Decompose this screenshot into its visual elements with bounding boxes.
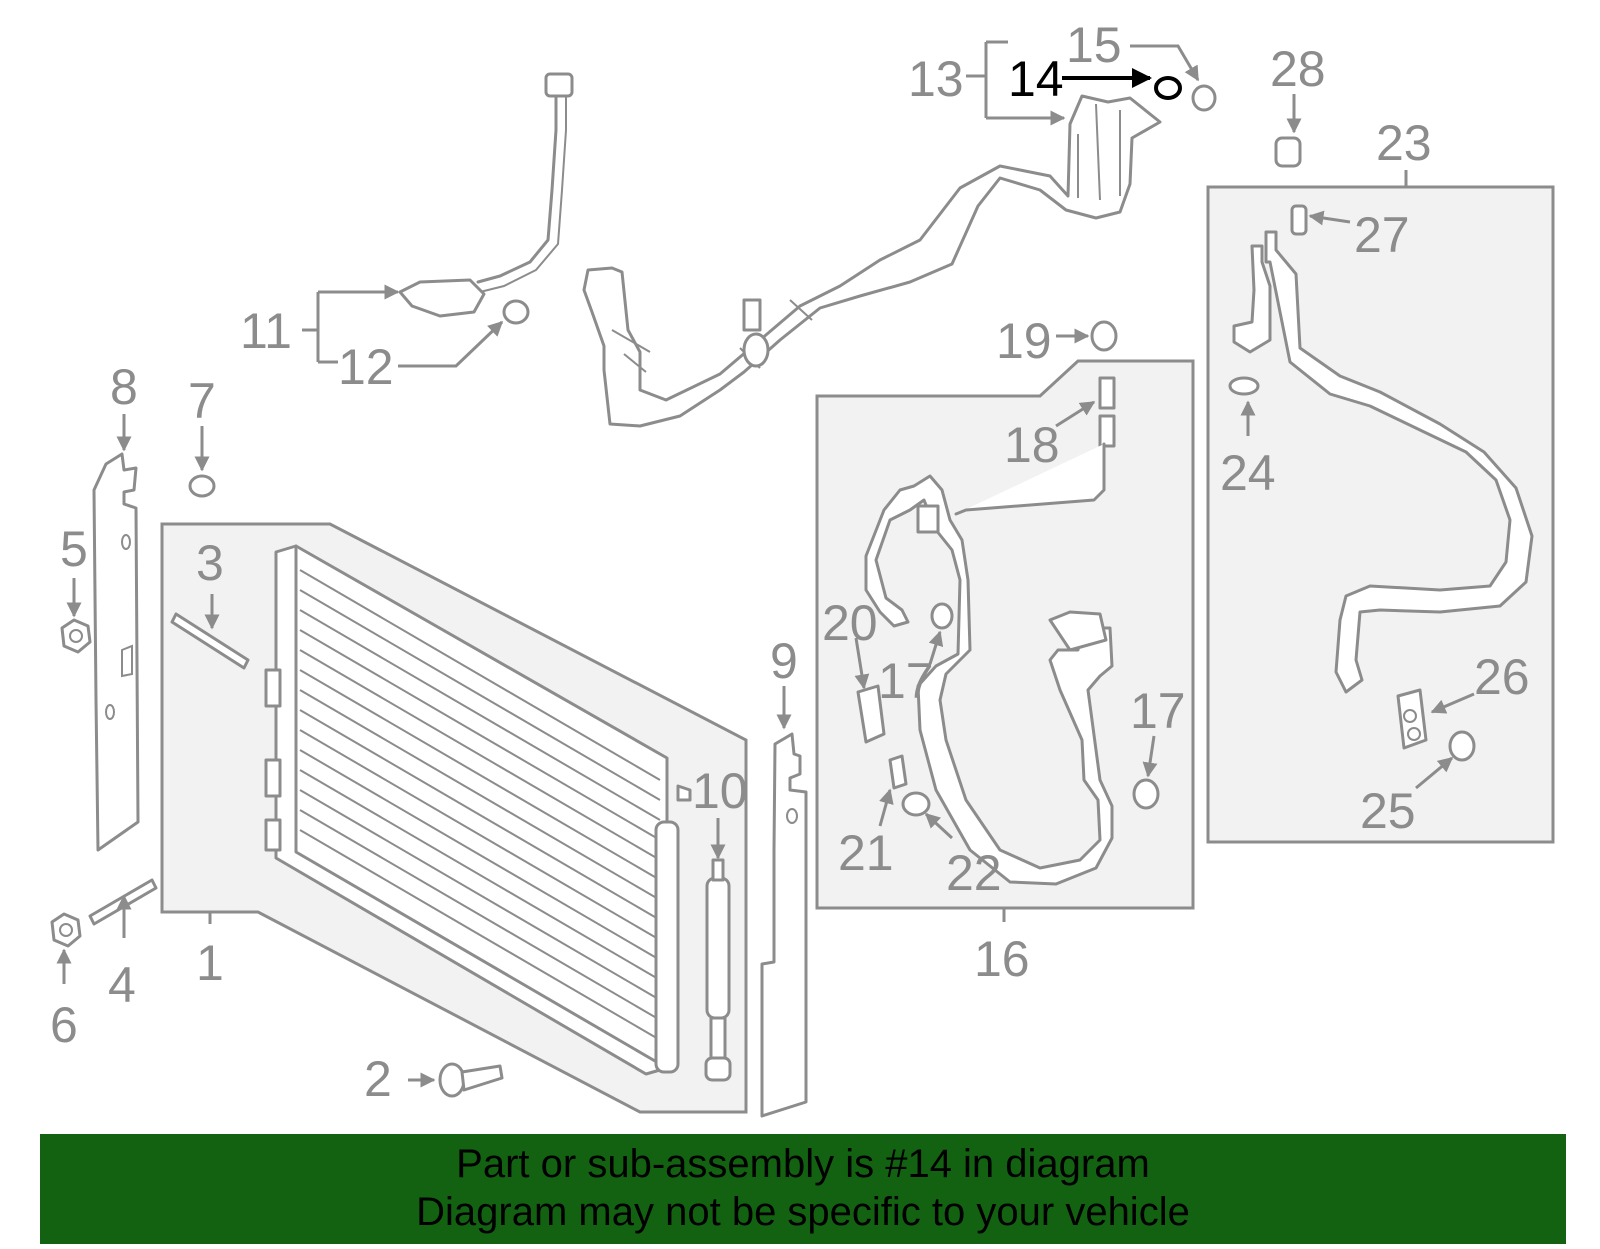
callout-24: 24 [1220, 445, 1276, 501]
line-11-part [398, 72, 574, 318]
side-bracket-right [760, 732, 808, 1118]
callout-17b: 17 [1130, 683, 1186, 739]
oring-24 [1228, 376, 1260, 396]
callout-23: 23 [1376, 115, 1432, 171]
bolt-2 [438, 1062, 504, 1098]
callout-4: 4 [108, 957, 136, 1013]
callout-17a: 17 [878, 653, 934, 709]
callout-21: 21 [838, 825, 894, 881]
banner-line-disclaimer: Diagram may not be specific to your vehi… [416, 1190, 1190, 1234]
pin-3 [170, 612, 250, 670]
switch-20 [856, 684, 886, 744]
cap-19 [1090, 320, 1118, 352]
oring-17a [930, 602, 954, 630]
callout-13: 13 [908, 51, 964, 107]
callout-12: 12 [338, 339, 394, 395]
callout-3: 3 [196, 535, 224, 591]
banner-line-part-number: Part or sub-assembly is #14 in diagram [456, 1142, 1150, 1186]
callout-7: 7 [188, 373, 216, 429]
line-23-part [1232, 230, 1534, 694]
oring-25 [1448, 730, 1476, 762]
nut-5 [60, 618, 92, 654]
callout-22: 22 [946, 845, 1002, 901]
oring-14 [1154, 76, 1182, 100]
callout-6: 6 [50, 997, 78, 1053]
callout-20: 20 [822, 595, 878, 651]
callout-11: 11 [240, 303, 292, 359]
side-bracket-left [92, 452, 140, 852]
callout-16: 16 [974, 931, 1030, 987]
valve-27 [1290, 204, 1308, 236]
callout-27: 27 [1354, 207, 1410, 263]
callout-1: 1 [196, 935, 224, 991]
info-banner: Part or sub-assembly is #14 in diagram D… [40, 1134, 1566, 1244]
valve-21 [888, 754, 908, 790]
receiver-drier-part [704, 858, 732, 1082]
callout-14: 14 [1008, 51, 1064, 107]
callout-10: 10 [692, 763, 748, 819]
callout-18: 18 [1004, 417, 1060, 473]
nut-6 [50, 912, 82, 948]
oring-17b [1132, 778, 1160, 810]
cap-28 [1274, 136, 1302, 168]
line-13-part [582, 94, 1162, 428]
oring-15 [1191, 84, 1217, 112]
condenser-part [264, 544, 692, 1076]
hose-16-part [864, 376, 1116, 886]
callout-26: 26 [1474, 649, 1530, 705]
callout-28: 28 [1270, 41, 1326, 97]
callout-9: 9 [770, 633, 798, 689]
callout-25: 25 [1360, 783, 1416, 839]
oring-12 [502, 299, 530, 325]
callout-19: 19 [996, 313, 1052, 369]
callout-8: 8 [110, 359, 138, 415]
oring-7 [188, 474, 216, 498]
callout-2: 2 [364, 1051, 392, 1107]
callout-15: 15 [1066, 17, 1122, 73]
oring-22 [901, 791, 931, 817]
callout-5: 5 [60, 521, 88, 577]
